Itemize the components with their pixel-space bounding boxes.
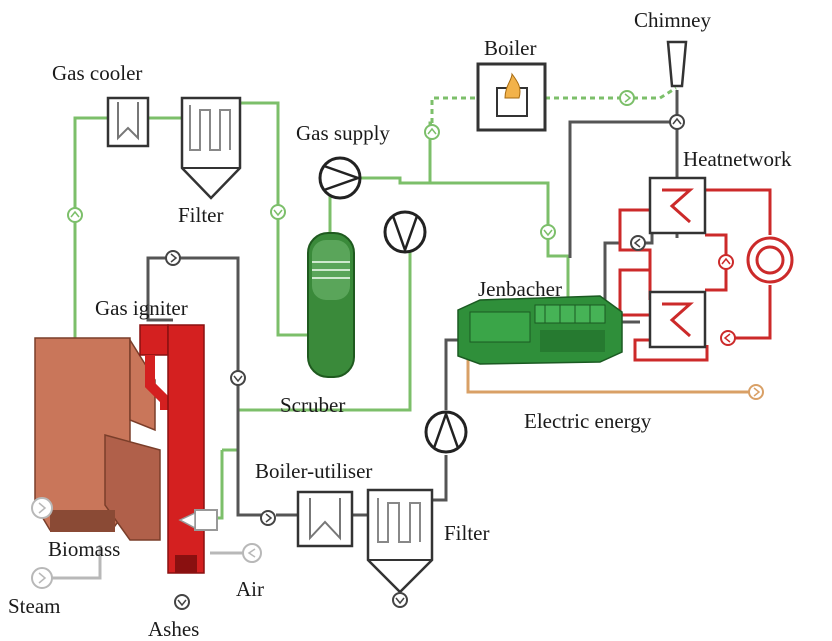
arrow-circle-icon [31,497,53,519]
arrow-circle-icon [230,370,246,386]
arrow-circle-icon [720,330,736,346]
heat-exchanger-bottom [648,290,707,349]
label-gas-igniter: Gas igniter [95,296,188,320]
arrow-circle-icon [630,235,646,251]
label-jenbacher: Jenbacher [478,277,562,301]
arrow-circle-icon [31,567,53,589]
flame-icon [504,72,521,99]
pump-icon [383,210,427,254]
gas-igniter [139,324,205,574]
filter-bottom [366,488,434,594]
arrow-circle-icon [174,594,190,610]
heat-consumer-ring-icon [746,236,794,284]
pump-icon [424,410,468,454]
arrow-circle-icon [669,114,685,130]
label-gas-supply: Gas supply [296,121,390,145]
arrow-circle-icon [165,250,181,266]
jenbacher-engine [457,295,623,365]
arrow-circle-icon [540,224,556,240]
label-filter-top: Filter [178,203,224,227]
filter-top [180,96,242,200]
flow-markers [31,90,764,610]
arrow-circle-icon [270,204,286,220]
arrow-circle-icon [748,384,764,400]
arrow-circle-icon [242,543,262,563]
labels: Gas cooler Filter Boiler Chimney Gas sup… [8,8,792,641]
arrow-circle-icon [67,207,83,223]
pump-icon [318,156,362,200]
label-biomass: Biomass [48,537,120,561]
arrow-circle-icon [424,124,440,140]
label-boiler: Boiler [484,36,537,60]
boiler-utiliser [296,490,354,548]
boiler [476,62,547,132]
label-electric-energy: Electric energy [524,409,652,433]
label-scrubber: Scruber [280,393,345,417]
chimney [666,40,688,88]
label-air: Air [236,577,264,601]
label-heat-network: Heatnetwork [683,147,792,171]
label-gas-cooler: Gas cooler [52,61,142,85]
gas-cooler [106,96,150,148]
heat-exchanger-top [648,176,707,235]
gasifier [34,337,161,541]
label-ashes: Ashes [148,617,199,641]
arrow-circle-icon [619,90,635,106]
label-boiler-utiliser: Boiler-utiliser [255,459,372,483]
scrubber [307,232,355,378]
air-burner [178,509,218,531]
label-chimney: Chimney [634,8,711,32]
arrow-circle-icon [718,254,734,270]
arrow-circle-icon [260,510,276,526]
label-filter-bottom: Filter [444,521,490,545]
electric-energy-line [466,348,752,394]
gas-supply-dotted-pipes [430,86,677,123]
label-steam: Steam [8,594,61,618]
arrow-circle-icon [392,592,408,608]
